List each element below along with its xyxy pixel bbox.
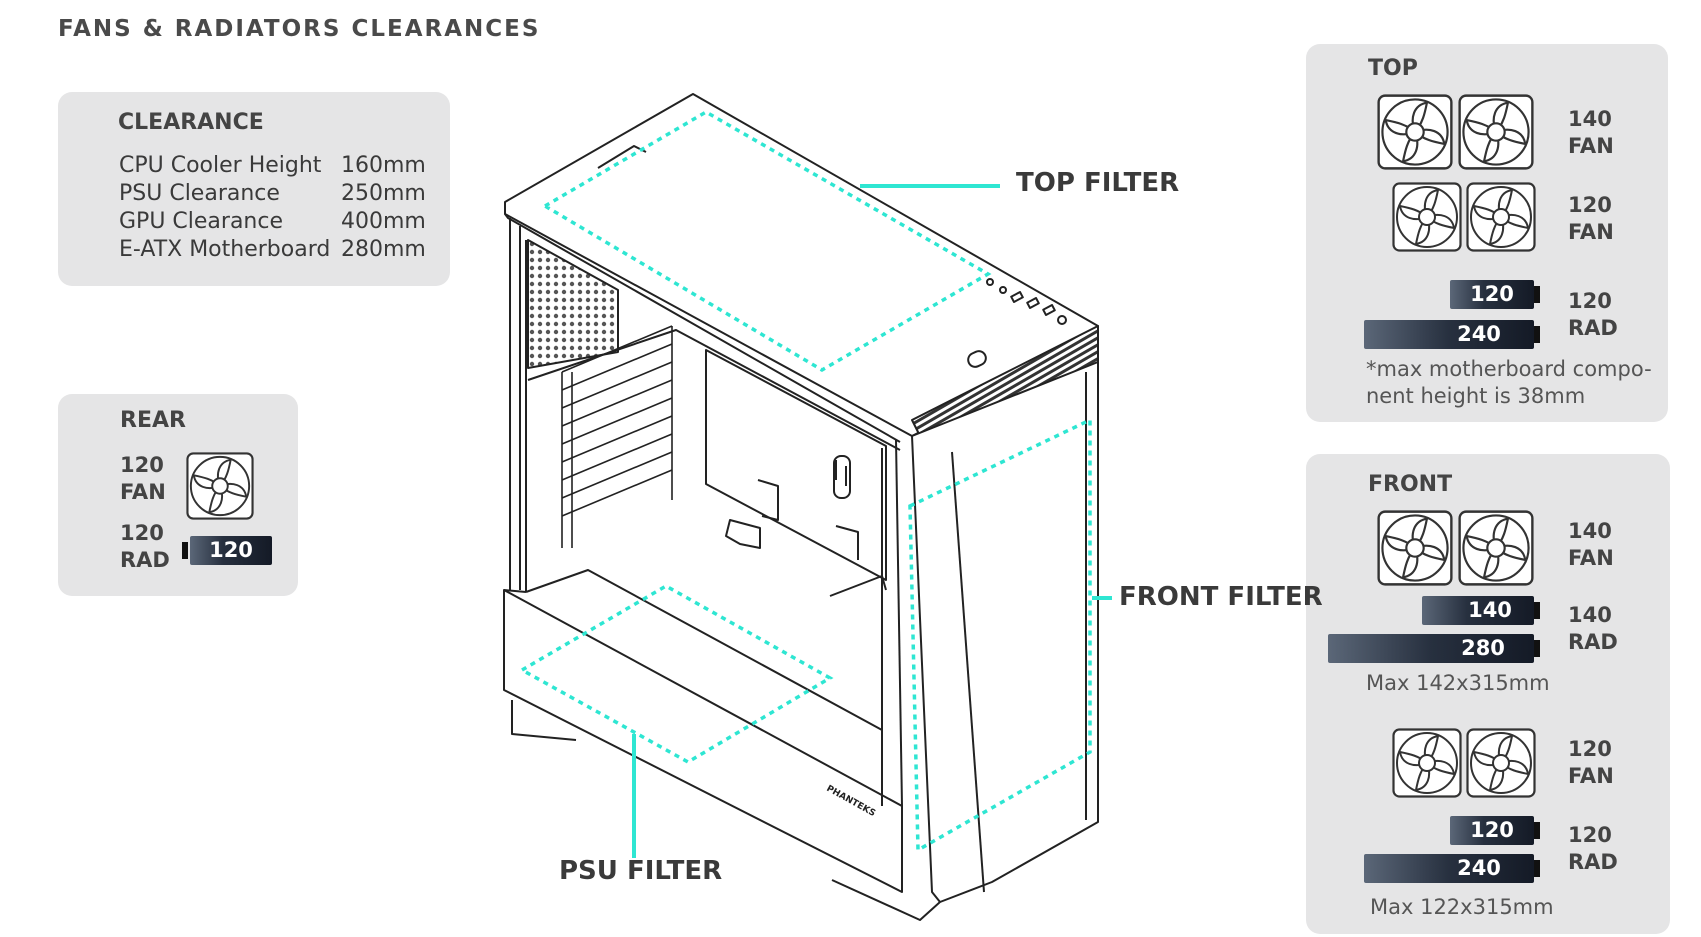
radiator-bar: 120 xyxy=(190,536,272,565)
radiator-tab xyxy=(1534,602,1540,619)
front-radiator-120: 120 xyxy=(1450,816,1542,846)
radiator-tab xyxy=(1534,286,1540,303)
top-fan140-size: 140 xyxy=(1568,107,1612,131)
radiator-tab xyxy=(1534,822,1540,839)
top-rad-unit: RAD xyxy=(1568,316,1618,340)
front-fan120-size: 120 xyxy=(1568,737,1612,761)
rear-rad-unit: RAD xyxy=(120,548,170,572)
top-rad-label: 120 RAD xyxy=(1568,288,1618,342)
top-rad-size: 120 xyxy=(1568,289,1612,313)
radiator-bar: 240 xyxy=(1364,854,1534,883)
front-max2: Max 122x315mm xyxy=(1370,895,1554,919)
rear-radiator: 120 xyxy=(182,536,274,566)
front-rad120-size: 120 xyxy=(1568,823,1612,847)
front-fan120-unit: FAN xyxy=(1568,764,1614,788)
rear-rad-label: 120 RAD xyxy=(120,520,170,574)
clearance-row: PSU Clearance 250mm xyxy=(119,180,426,208)
front-fan140-size: 140 xyxy=(1568,519,1612,543)
rear-rad-size: 120 xyxy=(120,521,164,545)
front-panel: FRONT 140 FAN 140 280 140 RAD Max 142x31… xyxy=(1306,454,1670,934)
clearance-heading: CLEARANCE xyxy=(118,110,264,135)
front-rad120-unit: RAD xyxy=(1568,850,1618,874)
radiator-bar: 240 xyxy=(1364,320,1534,349)
clearance-label: CPU Cooler Height xyxy=(119,153,322,178)
clearance-row: E-ATX Motherboard 280mm xyxy=(119,236,426,264)
front-rad120-label: 120 RAD xyxy=(1568,822,1618,876)
front-heading: FRONT xyxy=(1368,472,1453,497)
clearance-panel: CLEARANCE CPU Cooler Height 160mm PSU Cl… xyxy=(58,92,450,286)
top-note: *max motherboard compo- nent height is 3… xyxy=(1366,356,1652,410)
top-radiator-120: 120 xyxy=(1450,280,1542,310)
clearance-row: GPU Clearance 400mm xyxy=(119,208,426,236)
clearance-label: GPU Clearance xyxy=(119,209,284,234)
top-heading: TOP xyxy=(1368,56,1418,81)
clearance-label: E-ATX Motherboard xyxy=(119,237,331,262)
top-fan120-size: 120 xyxy=(1568,193,1612,217)
front-rad140-label: 140 RAD xyxy=(1568,602,1618,656)
top-filter-callout: TOP FILTER xyxy=(1016,168,1180,198)
front-radiator-280: 280 xyxy=(1328,634,1542,664)
front-rad140-size: 140 xyxy=(1568,603,1612,627)
radiator-tab xyxy=(182,542,188,559)
front-radiator-240: 240 xyxy=(1364,854,1542,884)
psu-filter-callout: PSU FILTER xyxy=(559,856,723,886)
top-radiator-240: 240 xyxy=(1364,320,1542,350)
radiator-bar: 140 xyxy=(1422,596,1534,625)
rear-fan-unit: FAN xyxy=(120,480,166,504)
top-note-line1: *max motherboard compo- xyxy=(1366,357,1652,381)
top-panel: TOP 140 FAN 120 FAN 120 240 120 RAD *max… xyxy=(1306,44,1668,422)
clearance-value: 250mm xyxy=(341,181,426,206)
clearance-value: 160mm xyxy=(341,153,426,178)
front-rad140-unit: RAD xyxy=(1568,630,1618,654)
clearance-label: PSU Clearance xyxy=(119,181,280,206)
page-title: FANS & RADIATORS CLEARANCES xyxy=(58,16,541,42)
top-fan140-unit: FAN xyxy=(1568,134,1614,158)
front-fan140-unit: FAN xyxy=(1568,546,1614,570)
front-fan140-label: 140 FAN xyxy=(1568,518,1614,572)
top-note-line2: nent height is 38mm xyxy=(1366,384,1586,408)
radiator-bar: 120 xyxy=(1450,280,1534,309)
top-fan120-label: 120 FAN xyxy=(1568,192,1614,246)
radiator-bar: 280 xyxy=(1328,634,1534,663)
radiator-tab xyxy=(1534,860,1540,877)
rear-fan-label: 120 FAN xyxy=(120,452,166,506)
front-fan120-label: 120 FAN xyxy=(1568,736,1614,790)
radiator-tab xyxy=(1534,640,1540,657)
clearance-table: CPU Cooler Height 160mm PSU Clearance 25… xyxy=(119,152,426,264)
top-fan120-unit: FAN xyxy=(1568,220,1614,244)
front-radiator-140: 140 xyxy=(1422,596,1542,626)
rear-heading: REAR xyxy=(120,408,186,433)
clearance-value: 400mm xyxy=(341,209,426,234)
clearance-value: 280mm xyxy=(341,237,426,262)
front-filter-callout: FRONT FILTER xyxy=(1119,582,1323,612)
radiator-bar: 120 xyxy=(1450,816,1534,845)
radiator-tab xyxy=(1534,326,1540,343)
clearance-row: CPU Cooler Height 160mm xyxy=(119,152,426,180)
top-fan140-label: 140 FAN xyxy=(1568,106,1614,160)
rear-fan-size: 120 xyxy=(120,453,164,477)
front-max1: Max 142x315mm xyxy=(1366,671,1550,695)
rear-panel: REAR 120 FAN 120 RAD 120 xyxy=(58,394,298,596)
